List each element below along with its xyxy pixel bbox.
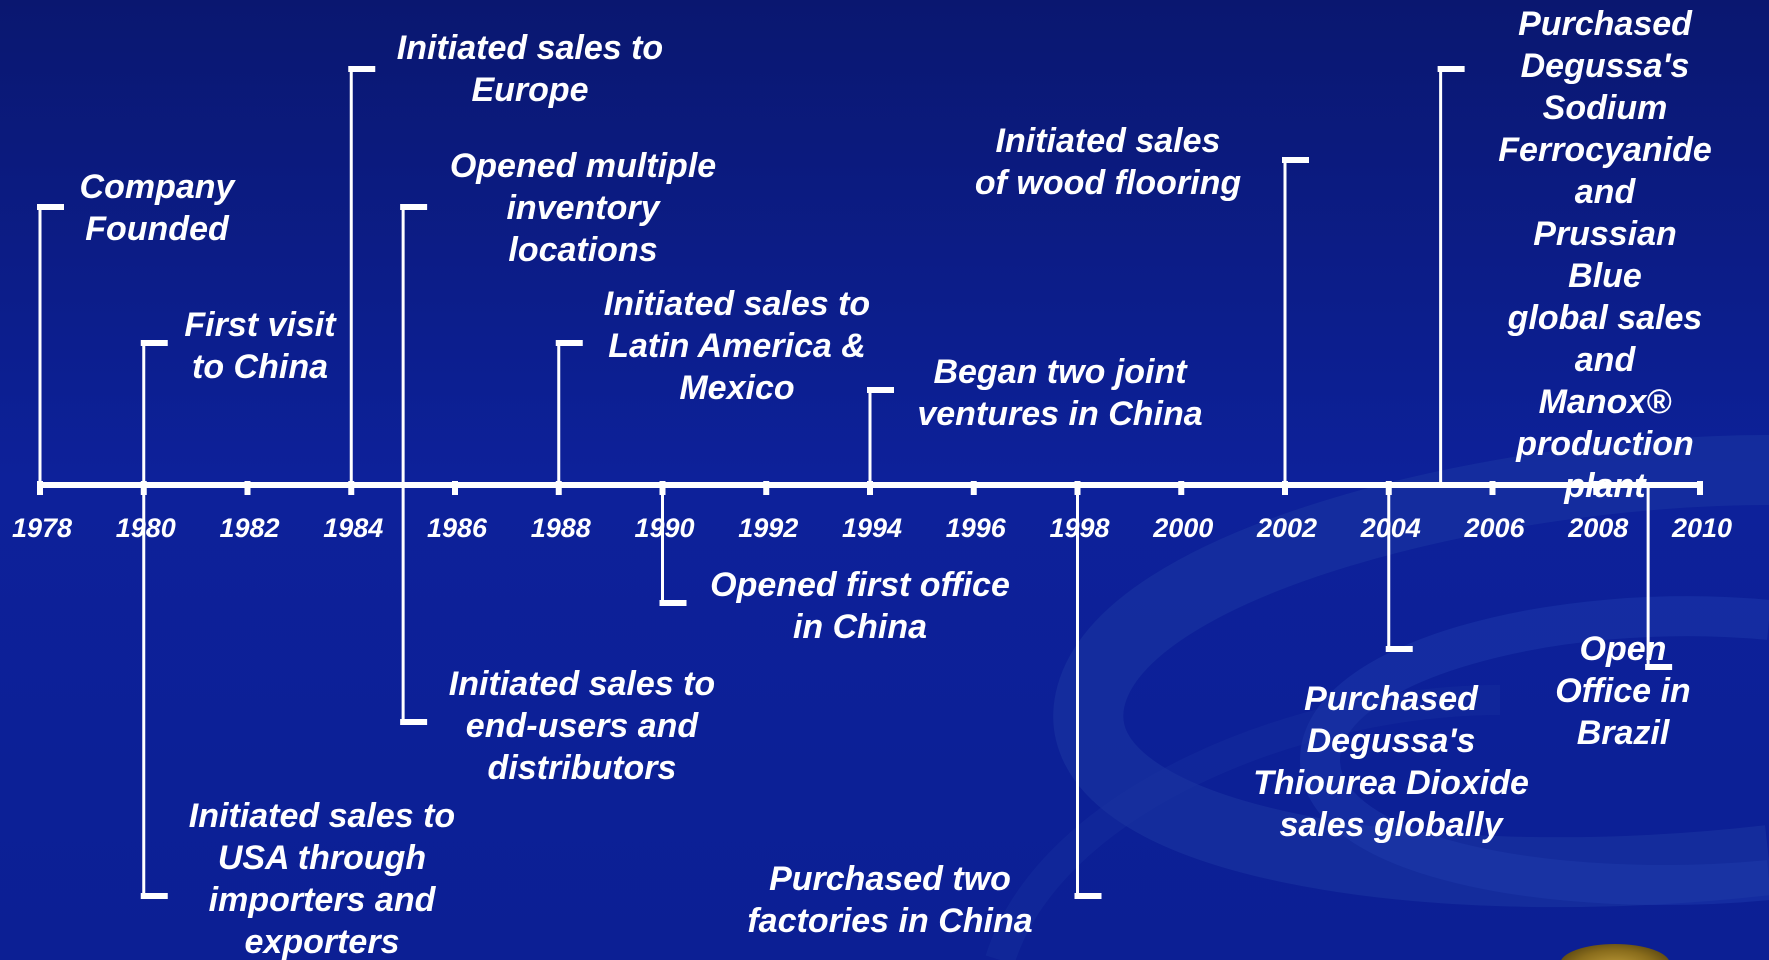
year-label-1990: 1990 [634,513,695,543]
year-label-2010: 2010 [1671,513,1733,543]
year-label-2008: 2008 [1568,513,1629,543]
event-label-sales-latin-america: Initiated sales to Latin America & Mexic… [603,285,871,407]
event-label-sodium-ferrocyanide: Purchased Degussa's Sodium Ferrocyanide … [1498,5,1712,505]
event-label-first-visit-china: First visit to China [184,306,336,386]
year-label-2006: 2006 [1464,513,1525,543]
event-label-thiourea-dioxide: Purchased Degussa's Thiourea Dioxide sal… [1253,680,1529,844]
year-label-1982: 1982 [219,513,280,543]
event-label-first-office-china: Opened first office in China [710,566,1010,646]
event-label-sales-usa: Initiated sales to USA through importers… [188,797,456,960]
year-label-1992: 1992 [738,513,799,543]
event-label-inventory-locations: Opened multiple inventory locations [449,147,717,269]
event-label-two-factories: Purchased two factories in China [747,860,1033,940]
event-label-sales-end-users: Initiated sales to end-users and distrib… [448,665,716,787]
year-label-2004: 2004 [1360,513,1421,543]
year-label-1978: 1978 [11,513,73,543]
event-label-joint-ventures: Began two joint ventures in China [917,353,1203,433]
event-label-wood-flooring: Initiated sales of wood flooring [974,122,1242,202]
year-label-1986: 1986 [426,513,488,543]
event-label-company-founded: Company Founded [79,168,235,248]
year-label-2002: 2002 [1256,513,1318,543]
event-label-sales-europe: Initiated sales to Europe [396,29,664,109]
year-label-1984: 1984 [323,513,384,543]
event-label-office-brazil: Open Office in Brazil [1555,630,1691,752]
year-label-1994: 1994 [841,513,903,543]
year-label-1996: 1996 [945,513,1006,543]
year-label-2000: 2000 [1153,513,1214,543]
company-logo [1560,944,1670,960]
year-label-1988: 1988 [530,513,591,543]
year-label-1980: 1980 [115,513,176,543]
year-label-1998: 1998 [1049,513,1110,543]
